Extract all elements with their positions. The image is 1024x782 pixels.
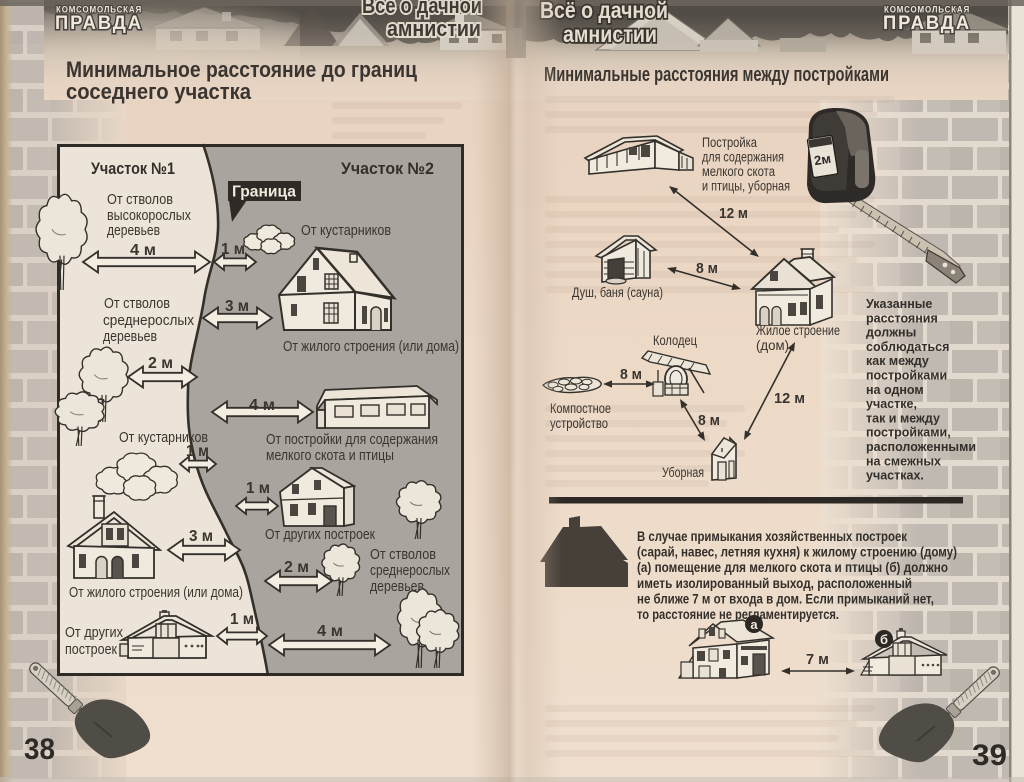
svg-text:участках.: участках. bbox=[866, 469, 924, 483]
svg-text:1 м: 1 м bbox=[221, 241, 245, 258]
svg-text:3 м: 3 м bbox=[189, 528, 213, 545]
svg-text:Уборная: Уборная bbox=[662, 465, 704, 480]
svg-text:(дом): (дом) bbox=[756, 338, 789, 353]
svg-text:деревьев: деревьев bbox=[103, 329, 157, 345]
svg-text:2 м: 2 м bbox=[284, 559, 309, 576]
svg-text:высокорослых: высокорослых bbox=[107, 208, 192, 224]
svg-text:то расстояние не регламентируе: то расстояние не регламентируется. bbox=[637, 607, 839, 622]
svg-text:иметь изолированный выход, рас: иметь изолированный выход, расположенный bbox=[637, 576, 912, 591]
svg-text:От стволов: От стволов bbox=[107, 192, 173, 208]
svg-text:и птицы, уборная: и птицы, уборная bbox=[702, 179, 790, 194]
svg-text:39: 39 bbox=[972, 739, 1007, 772]
svg-text:построек: построек bbox=[65, 642, 118, 658]
svg-text:(а) помещение для мелкого скот: (а) помещение для мелкого скота и птицы … bbox=[637, 560, 948, 575]
svg-text:1 м: 1 м bbox=[230, 611, 254, 628]
svg-text:8 м: 8 м bbox=[620, 366, 642, 383]
svg-text:на одном: на одном bbox=[866, 383, 924, 397]
svg-text:деревьев: деревьев bbox=[107, 223, 160, 239]
svg-text:От постройки для содержания: От постройки для содержания bbox=[266, 432, 438, 448]
svg-text:4 м: 4 м bbox=[249, 397, 275, 414]
svg-text:должны: должны bbox=[866, 326, 916, 340]
svg-text:Душ, баня (сауна): Душ, баня (сауна) bbox=[572, 285, 663, 300]
svg-text:От кустарников: От кустарников bbox=[301, 223, 391, 239]
svg-text:7 м: 7 м bbox=[806, 651, 829, 668]
svg-text:среднерослых: среднерослых bbox=[103, 313, 195, 329]
svg-text:постройками,: постройками, bbox=[866, 426, 951, 440]
svg-text:для содержания: для содержания bbox=[702, 150, 784, 165]
svg-text:участке,: участке, bbox=[866, 397, 917, 411]
svg-text:не ближе 7 м от входа в дом. Е: не ближе 7 м от входа в дом. Если примык… bbox=[637, 591, 934, 606]
svg-text:КОМСОМОЛЬСКАЯ: КОМСОМОЛЬСКАЯ bbox=[884, 5, 970, 16]
svg-text:От жилого строения (или дома): От жилого строения (или дома) bbox=[283, 339, 459, 355]
svg-text:От жилого строения (или дома): От жилого строения (или дома) bbox=[69, 585, 243, 601]
svg-text:соседнего участка: соседнего участка bbox=[66, 79, 252, 104]
svg-text:КОМСОМОЛЬСКАЯ: КОМСОМОЛЬСКАЯ bbox=[56, 5, 142, 16]
svg-text:расстояния: расстояния bbox=[866, 311, 938, 325]
svg-text:Минимальное расстояние до гран: Минимальное расстояние до границ bbox=[66, 57, 417, 82]
svg-text:постройками: постройками bbox=[866, 369, 947, 383]
svg-text:В случае примыкания хозяйствен: В случае примыкания хозяйственных постро… bbox=[637, 529, 907, 544]
svg-text:8 м: 8 м bbox=[698, 412, 720, 429]
svg-text:мелкого скота и птицы: мелкого скота и птицы bbox=[266, 448, 394, 464]
svg-text:Постройка: Постройка bbox=[702, 135, 757, 150]
svg-text:Минимальные расстояния между п: Минимальные расстояния между постройками bbox=[544, 63, 889, 86]
svg-text:12 м: 12 м bbox=[719, 205, 748, 222]
svg-text:3 м: 3 м bbox=[225, 298, 249, 315]
svg-text:устройство: устройство bbox=[550, 416, 608, 431]
svg-text:Участок №2: Участок №2 bbox=[341, 160, 434, 178]
svg-text:1 м: 1 м bbox=[246, 480, 270, 497]
svg-text:соблюдаться: соблюдаться bbox=[866, 340, 949, 354]
svg-text:мелкого скота: мелкого скота bbox=[702, 164, 775, 179]
svg-text:амнистии: амнистии bbox=[563, 21, 657, 47]
svg-text:8 м: 8 м bbox=[696, 260, 718, 277]
svg-text:(сарай, навес, летняя кухня) к: (сарай, навес, летняя кухня) к жилому ст… bbox=[637, 545, 957, 560]
svg-text:Колодец: Колодец bbox=[653, 333, 697, 348]
svg-text:38: 38 bbox=[24, 733, 55, 766]
svg-text:2м: 2м bbox=[813, 151, 832, 168]
svg-text:Участок №1: Участок №1 bbox=[91, 160, 175, 178]
svg-text:Указанные: Указанные bbox=[866, 297, 932, 311]
svg-text:среднерослых: среднерослых bbox=[370, 563, 451, 579]
svg-text:ПРАВДА: ПРАВДА bbox=[55, 13, 143, 34]
svg-text:расположенными: расположенными bbox=[866, 440, 976, 454]
svg-text:От других построек: От других построек bbox=[265, 527, 376, 543]
svg-text:б: б bbox=[880, 632, 888, 647]
svg-text:2 м: 2 м bbox=[148, 355, 173, 372]
svg-text:4 м: 4 м bbox=[317, 623, 343, 640]
svg-text:Граница: Граница bbox=[232, 184, 296, 201]
svg-text:12 м: 12 м bbox=[774, 390, 805, 407]
svg-text:От стволов: От стволов bbox=[104, 296, 170, 312]
svg-text:От кустарников: От кустарников bbox=[119, 430, 208, 446]
svg-text:так и между: так и между bbox=[866, 411, 940, 425]
svg-text:От стволов: От стволов bbox=[370, 547, 436, 563]
svg-text:От других: От других bbox=[65, 625, 124, 641]
svg-text:на смежных: на смежных bbox=[866, 454, 941, 468]
svg-text:1 м: 1 м bbox=[186, 443, 209, 460]
svg-text:Всё о дачной: Всё о дачной bbox=[362, 0, 482, 18]
svg-text:ПРАВДА: ПРАВДА bbox=[883, 13, 971, 34]
svg-text:4 м: 4 м bbox=[130, 242, 156, 259]
svg-text:как между: как между bbox=[866, 354, 929, 368]
svg-text:амнистии: амнистии bbox=[387, 16, 481, 41]
svg-text:Жилое строение: Жилое строение bbox=[756, 323, 840, 338]
svg-text:Компостное: Компостное bbox=[550, 401, 611, 416]
svg-text:а: а bbox=[750, 617, 758, 632]
